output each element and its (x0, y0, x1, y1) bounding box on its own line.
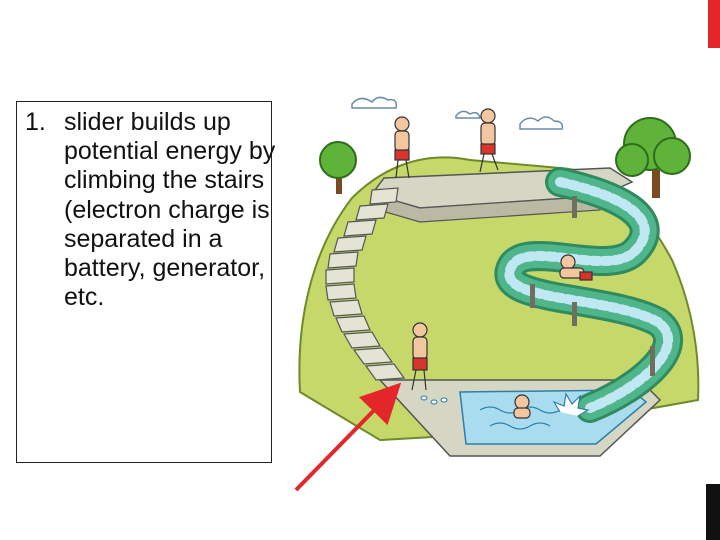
tree-right (615, 117, 691, 198)
splash (552, 392, 590, 417)
staircase (325, 187, 406, 381)
arrow-indicator (294, 382, 402, 492)
text-box: 1. slider builds up potential energy by … (16, 101, 275, 463)
person-on-slide (559, 254, 593, 281)
cloud-small (455, 110, 481, 119)
person-top-left (394, 116, 410, 179)
cloud-right (519, 116, 564, 130)
list-text: slider builds up potential energy by cli… (64, 108, 276, 312)
list-number: 1. (25, 108, 46, 136)
cloud-left (351, 96, 398, 109)
person-in-pool (513, 394, 531, 419)
person-bottom (411, 322, 428, 391)
corner-accent-bar-bottom (706, 484, 720, 540)
person-top-right (479, 108, 499, 173)
corner-accent-bar-top (708, 0, 720, 48)
tree-left (319, 141, 357, 194)
water-drops (420, 395, 448, 405)
